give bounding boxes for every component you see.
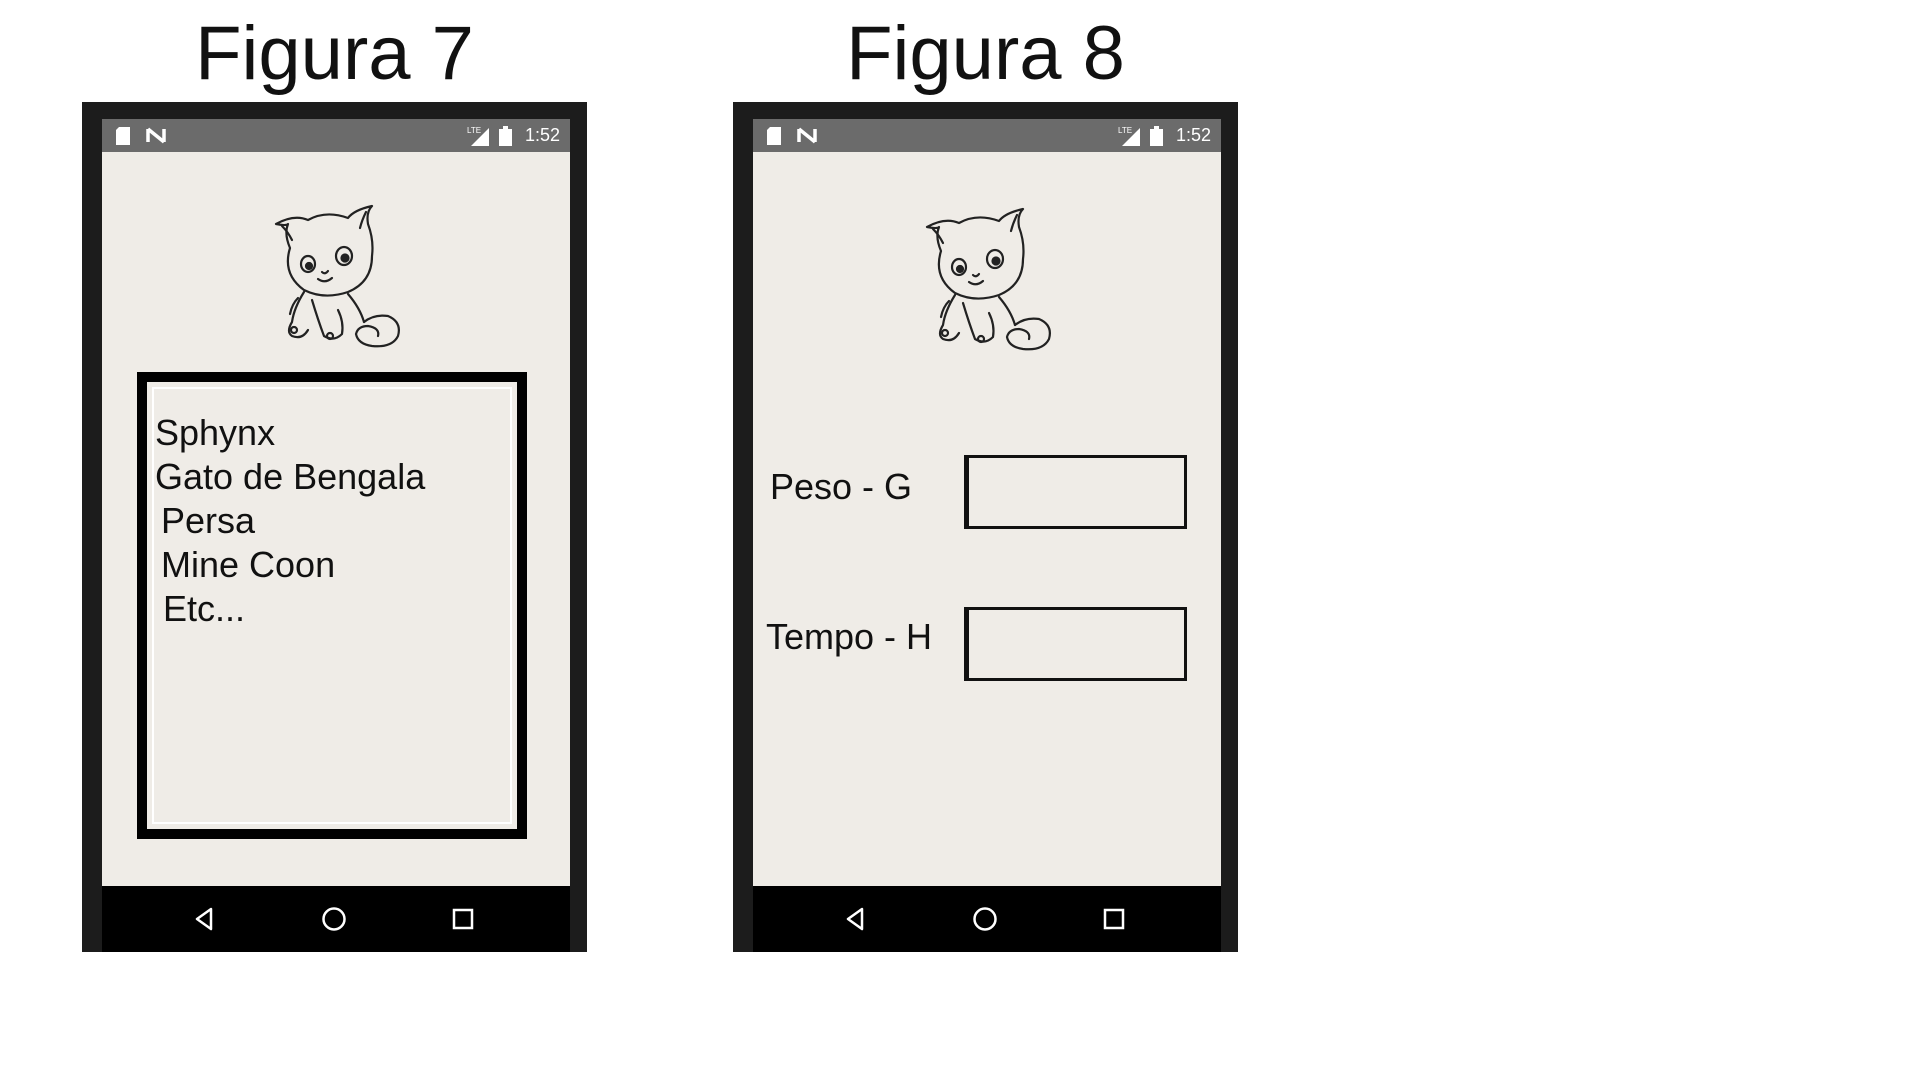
- home-icon[interactable]: [320, 905, 348, 933]
- nfc-icon: [146, 127, 166, 144]
- recents-icon[interactable]: [449, 905, 477, 933]
- navigation-bar: [753, 886, 1221, 952]
- lte-signal-icon: LTE: [1118, 126, 1140, 146]
- phone-screen: LTE 1:52: [753, 119, 1221, 952]
- status-time: 1:52: [524, 125, 560, 145]
- cat-icon: [274, 204, 400, 348]
- navigation-bar: [102, 886, 570, 952]
- recents-icon[interactable]: [1100, 905, 1128, 933]
- list-item[interactable]: Etc...: [163, 588, 246, 629]
- sd-card-icon: [116, 127, 130, 145]
- lte-signal-icon: LTE: [467, 126, 489, 146]
- list-item[interactable]: Mine Coon: [161, 544, 336, 585]
- list-item[interactable]: Gato de Bengala: [155, 456, 426, 497]
- figure-7-title: Figura 7: [195, 11, 474, 96]
- phone-figure-7: LTE 1:52: [82, 102, 587, 952]
- phone-figure-8: LTE 1:52: [733, 102, 1238, 952]
- home-icon[interactable]: [971, 905, 999, 933]
- cat-icon: [925, 207, 1051, 351]
- back-icon[interactable]: [191, 905, 219, 933]
- weight-input[interactable]: [964, 455, 1187, 529]
- svg-text:LTE: LTE: [1118, 126, 1132, 135]
- phone-screen: LTE 1:52: [102, 119, 570, 952]
- sd-card-icon: [767, 127, 781, 145]
- status-bar: LTE 1:52: [102, 119, 570, 152]
- svg-text:LTE: LTE: [467, 126, 481, 135]
- figure-8-title: Figura 8: [846, 11, 1125, 96]
- time-input[interactable]: [964, 607, 1187, 681]
- status-bar: LTE 1:52: [753, 119, 1221, 152]
- list-item[interactable]: Sphynx: [155, 412, 276, 453]
- time-label: Tempo - H: [766, 616, 933, 657]
- breed-list[interactable]: Sphynx Gato de Bengala Persa Mine Coon E…: [137, 372, 527, 839]
- battery-icon: [499, 126, 512, 146]
- list-item[interactable]: Persa: [161, 500, 256, 541]
- breed-list-inner: [152, 387, 512, 824]
- weight-label: Peso - G: [770, 466, 913, 507]
- status-time: 1:52: [1175, 125, 1211, 145]
- nfc-icon: [797, 127, 817, 144]
- back-icon[interactable]: [842, 905, 870, 933]
- battery-icon: [1150, 126, 1163, 146]
